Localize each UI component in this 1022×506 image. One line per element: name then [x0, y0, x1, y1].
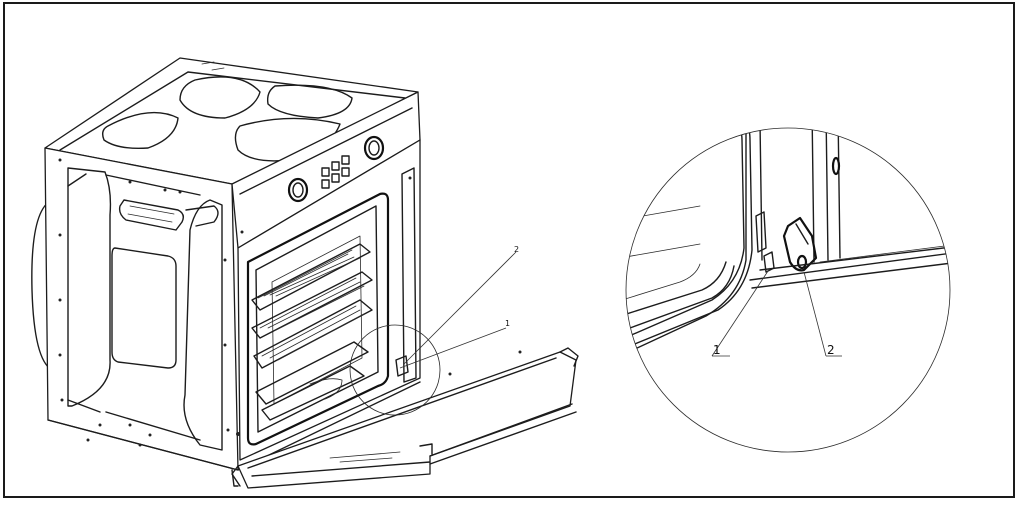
- detail-callout-2: 2: [827, 343, 835, 357]
- magnifier-circle: [349, 324, 441, 416]
- oven-racks: [251, 243, 373, 421]
- oven-door: [231, 347, 579, 489]
- overview-callout-2: 2: [514, 245, 519, 254]
- overview-callout-1: 1: [505, 319, 510, 328]
- detail-callout-1: 1: [713, 343, 721, 357]
- oven-illustration: [31, 57, 579, 489]
- detail-view: [625, 127, 951, 453]
